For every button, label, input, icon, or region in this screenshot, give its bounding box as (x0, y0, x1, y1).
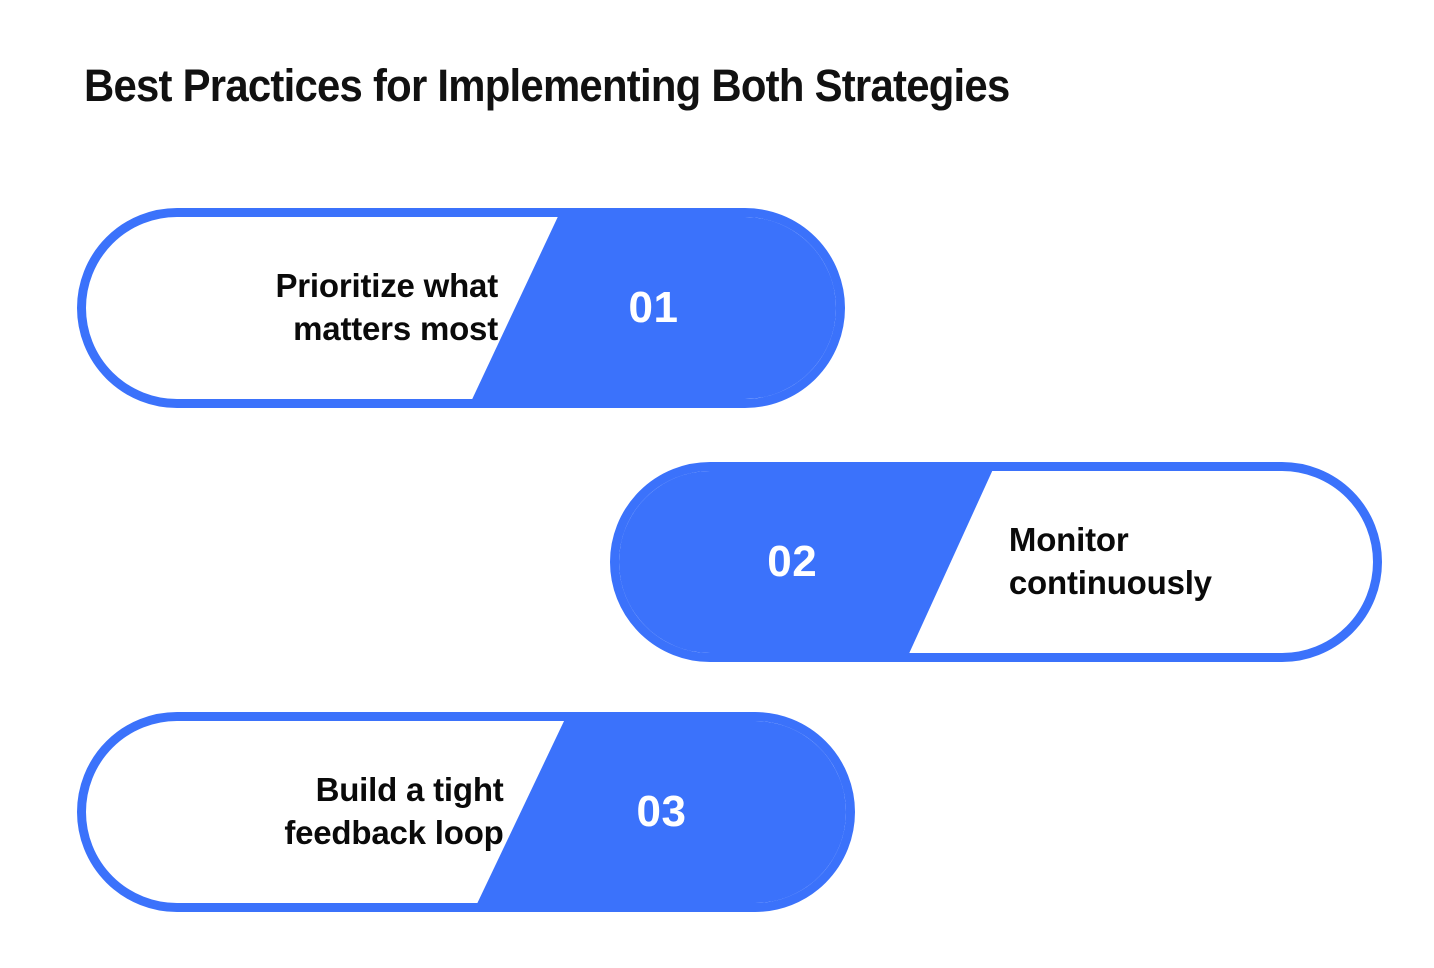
step-label-03-line1: Build a tight (315, 771, 504, 809)
step-card-02-inner: 02 Monitor continuously (619, 471, 1373, 653)
step-label-01-line2: matters most (293, 310, 498, 347)
page-title: Best Practices for Implementing Both Str… (84, 60, 1010, 112)
step-card-03-inner: Build a tight feedback loop 03 (86, 721, 846, 903)
step-card-01: Prioritize what matters most 01 (77, 208, 845, 408)
step-card-03: Build a tight feedback loop 03 (77, 712, 855, 912)
step-label-03-line2: feedback loop (284, 814, 504, 851)
step-card-02: 02 Monitor continuously (610, 462, 1382, 662)
step-number-01: 01 (628, 283, 679, 332)
step-card-01-inner: Prioritize what matters most 01 (86, 217, 836, 399)
step-label-02-line2: continuously (1008, 564, 1212, 601)
step-label-02: Monitor continuously (981, 471, 1373, 653)
step-number-02: 02 (767, 537, 818, 586)
step-label-03: Build a tight feedback loop (86, 721, 512, 903)
step-label-01: Prioritize what matters most (86, 217, 506, 399)
step-label-01-line1: Prioritize what (275, 267, 498, 305)
step-number-03: 03 (636, 787, 687, 836)
step-label-02-line1: Monitor (1008, 521, 1129, 559)
